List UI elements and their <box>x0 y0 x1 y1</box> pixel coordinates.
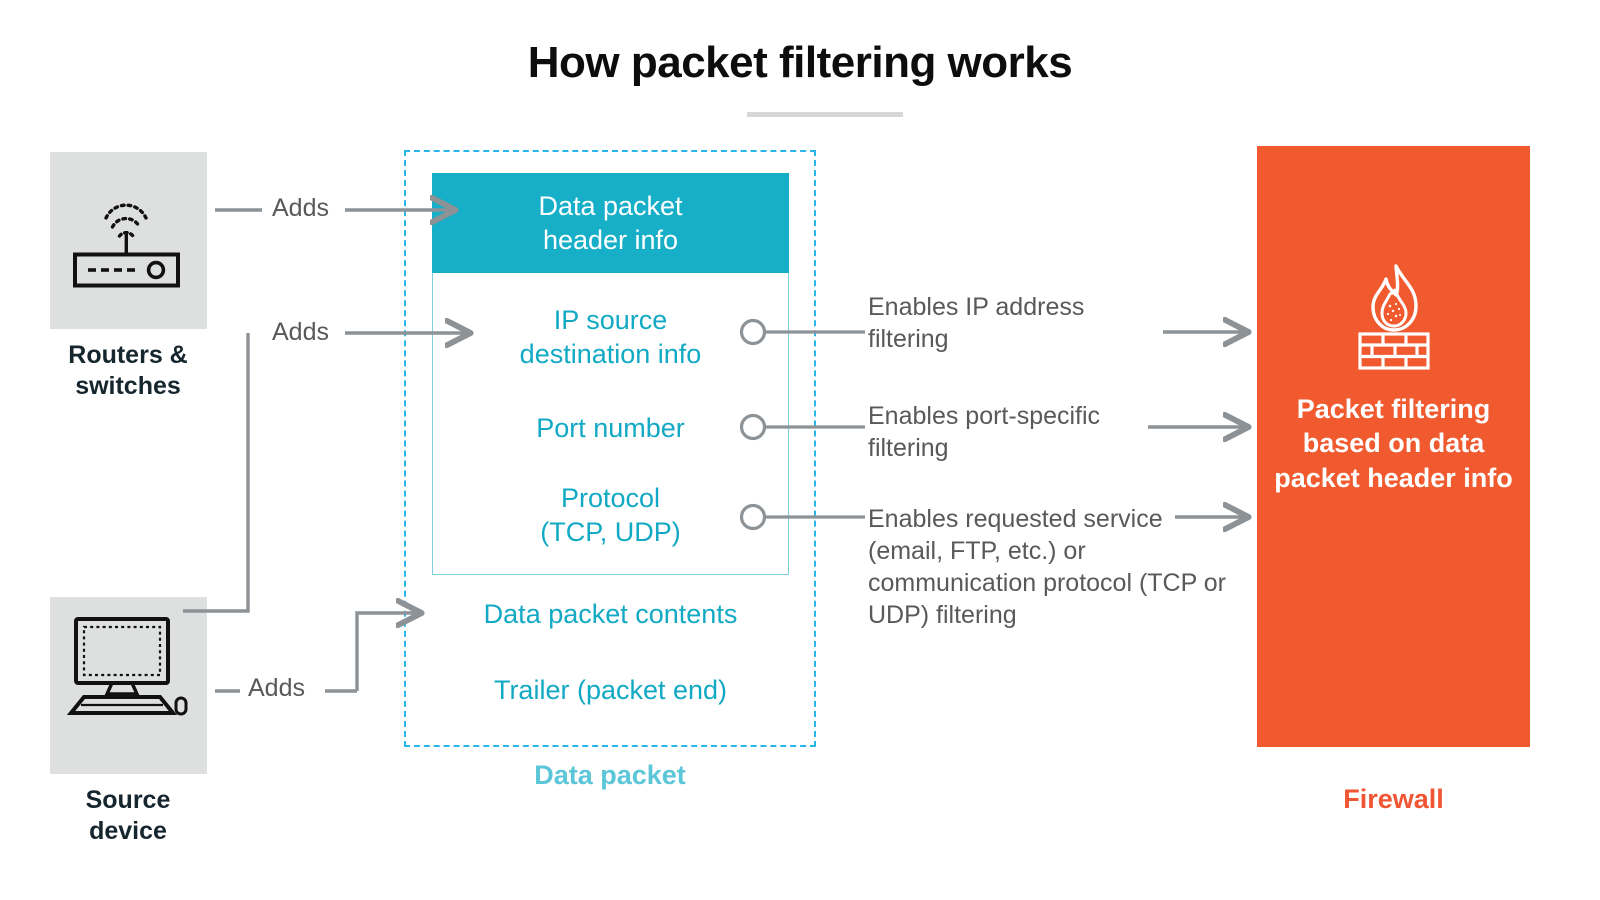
data-packet-boundary <box>404 150 816 747</box>
data-packet-caption: Data packet <box>534 760 686 790</box>
description-protocol-filtering: Enables requested service (email, FTP, e… <box>868 505 1227 629</box>
router-icon <box>73 203 180 288</box>
packet-field-trailer-line1: Trailer (packet end) <box>493 675 728 705</box>
routers-label-line1: Routers & <box>68 341 188 369</box>
source-label-line2: device <box>89 816 167 845</box>
packet-field-protocol-line1: Protocol <box>560 483 661 513</box>
packet-field-protocol-line2: (TCP, UDP) <box>540 517 681 548</box>
routers-switches-tile <box>50 152 207 329</box>
packet-field-ip-line2: destination info <box>519 339 702 370</box>
source-device-tile <box>50 597 207 774</box>
packet-field-ip-line1: IP source <box>553 305 668 335</box>
source-device-label: Source device <box>18 785 238 846</box>
adds-label-1: Adds <box>272 194 329 222</box>
packet-header-line2: header info <box>542 225 679 255</box>
title-divider <box>747 112 903 117</box>
packet-header-line1: Data packet <box>538 190 683 221</box>
packet-field-protocol: Protocol (TCP, UDP) <box>432 481 789 549</box>
packet-header-block: Data packet header info <box>432 173 789 273</box>
adds-label-3: Adds <box>248 674 305 702</box>
firewall-panel-text: Packet filtering based on data packet he… <box>1274 394 1513 493</box>
routers-label-line2: switches <box>75 371 181 400</box>
routers-switches-label: Routers & switches <box>18 340 238 401</box>
packet-field-ip-source: IP source destination info <box>432 303 789 371</box>
packet-field-contents-line1: Data packet contents <box>483 599 738 629</box>
page-title: How packet filtering works <box>527 38 1073 87</box>
description-ip-filtering: Enables IP address filtering <box>868 293 1085 353</box>
source-label-line1: Source <box>85 786 171 814</box>
adds-label-2: Adds <box>272 318 329 346</box>
firewall-flame-brick-icon <box>1358 264 1430 370</box>
packet-field-contents: Data packet contents <box>432 597 789 631</box>
firewall-label: Firewall <box>1343 784 1444 814</box>
description-port-filtering: Enables port-specific filtering <box>868 402 1101 462</box>
desktop-computer-icon <box>66 617 188 716</box>
packet-field-port-number: Port number <box>432 411 789 445</box>
packet-field-trailer: Trailer (packet end) <box>432 673 789 707</box>
packet-inner-fields-box <box>432 273 789 575</box>
firewall-panel <box>1257 146 1530 747</box>
packet-field-port-line1: Port number <box>536 413 685 443</box>
